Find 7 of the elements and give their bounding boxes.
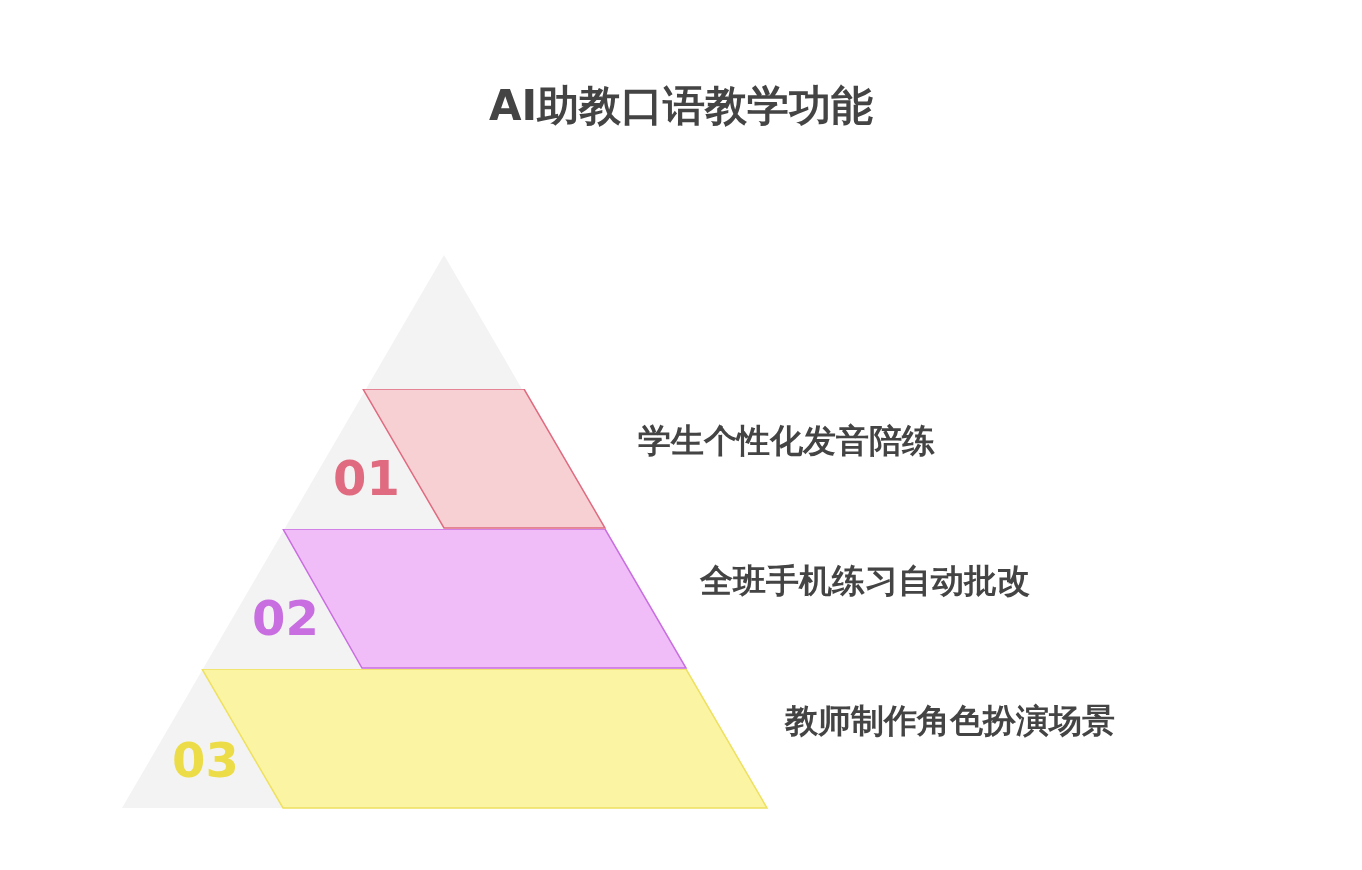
- layer-number: 01: [333, 451, 400, 505]
- layer-number: 03: [172, 733, 239, 787]
- diagram-title: AI助教口语教学功能: [487, 80, 875, 132]
- layer-number: 02: [252, 591, 319, 645]
- layer-description: 学生个性化发音陪练: [638, 420, 935, 462]
- layer-description: 全班手机练习自动批改: [700, 560, 1030, 602]
- layer-description: 教师制作角色扮演场景: [785, 700, 1115, 742]
